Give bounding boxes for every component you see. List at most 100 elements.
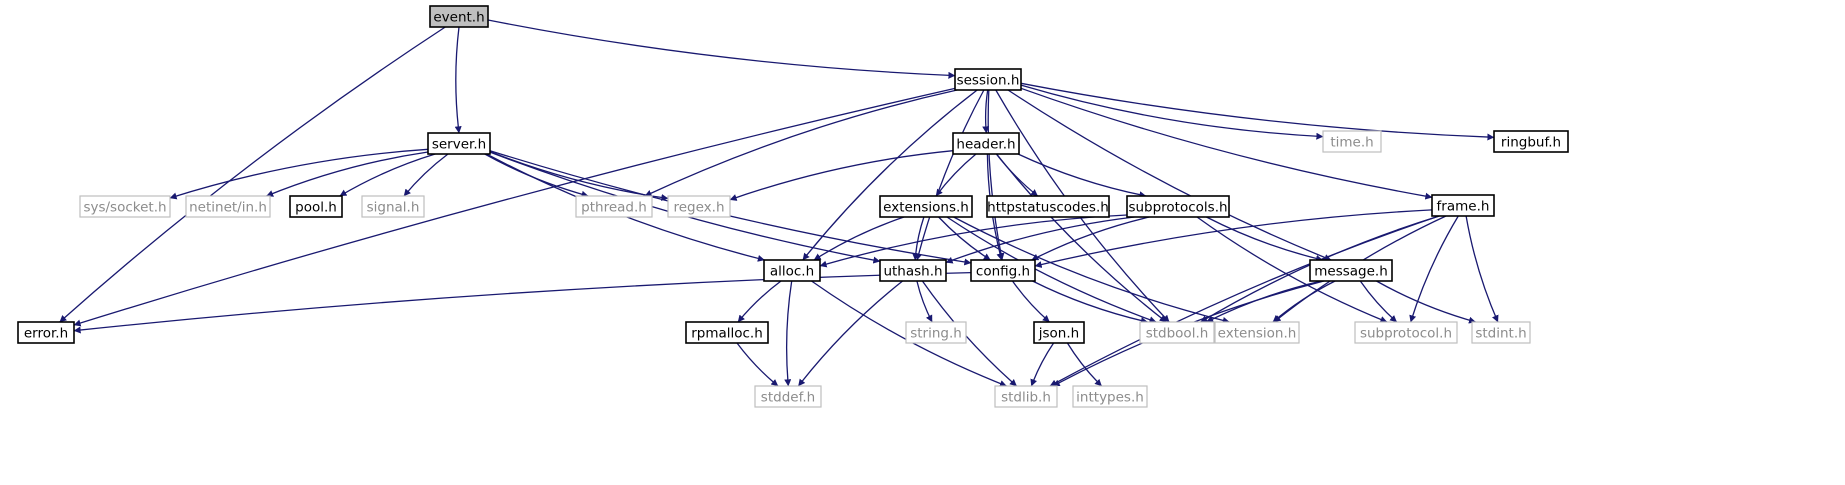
node-extensions[interactable]: extensions.h	[879, 195, 973, 218]
node-label: ringbuf.h	[1501, 135, 1561, 151]
edge-frame-to-stdlib	[1049, 215, 1440, 387]
node-label: extensions.h	[883, 200, 969, 216]
node-label: string.h	[910, 326, 962, 342]
node-label: regex.h	[673, 200, 724, 216]
edge-extensions-to-stdbool	[946, 216, 1157, 324]
node-stdlib: stdlib.h	[994, 385, 1058, 408]
node-label: subprotocols.h	[1128, 200, 1227, 216]
node-stddef: stddef.h	[754, 385, 822, 408]
edge-server-to-syssocket	[169, 148, 429, 200]
node-box	[79, 195, 171, 218]
edge-session-to-pthread	[644, 89, 958, 197]
edge-extensions-to-uthash	[912, 216, 925, 261]
edge-header-to-extensions	[935, 153, 977, 197]
node-inttypes: inttypes.h	[1072, 385, 1148, 408]
edge-session-to-frame	[1020, 87, 1433, 200]
node-label: extension.h	[1218, 326, 1297, 342]
edge-config-to-json	[1011, 280, 1050, 323]
node-label: httpstatuscodes.h	[987, 200, 1109, 216]
node-box	[685, 321, 769, 344]
edge-session-to-error	[73, 87, 956, 327]
node-label: json.h	[1038, 326, 1079, 342]
edge-uthash-to-string	[916, 280, 933, 323]
edge-message-to-extension	[1272, 280, 1336, 323]
node-box	[1214, 321, 1300, 344]
node-box	[361, 195, 425, 218]
node-box	[575, 195, 653, 218]
edge-json-to-stdlib	[1030, 342, 1055, 387]
node-box	[763, 259, 821, 282]
edge-event-to-server	[454, 26, 462, 134]
node-frame[interactable]: frame.h	[1431, 194, 1495, 217]
node-label: stddef.h	[761, 390, 815, 406]
edge-message-to-stdint	[1376, 280, 1476, 324]
node-extension: extension.h	[1214, 321, 1300, 344]
node-box	[994, 385, 1058, 408]
node-label: server.h	[432, 137, 486, 153]
header-file-nodes: event.h session.h server.h header.h time.h ri…	[17, 5, 1569, 408]
node-box	[1354, 321, 1458, 344]
node-subprotocols[interactable]: subprotocols.h	[1126, 195, 1230, 218]
node-box	[17, 321, 75, 344]
node-label: session.h	[957, 73, 1020, 89]
node-server[interactable]: server.h	[427, 132, 491, 155]
edge-alloc-to-stddef	[784, 280, 793, 387]
edge-rpmalloc-to-stddef	[736, 342, 779, 387]
edge-config-to-stdbool	[1032, 280, 1148, 324]
node-box	[954, 68, 1022, 91]
node-label: stdlib.h	[1001, 390, 1051, 406]
node-error[interactable]: error.h	[17, 321, 75, 344]
node-ringbuf[interactable]: ringbuf.h	[1493, 130, 1569, 153]
node-box	[427, 132, 491, 155]
node-uthash[interactable]: uthash.h	[879, 259, 947, 282]
node-httpstatuscodes[interactable]: httpstatuscodes.h	[986, 195, 1110, 218]
node-label: header.h	[956, 137, 1015, 153]
edge-header-to-subprotocols	[1017, 153, 1147, 199]
node-label: pool.h	[295, 200, 337, 216]
node-config[interactable]: config.h	[970, 259, 1036, 282]
node-regex: regex.h	[667, 195, 731, 218]
node-box	[1471, 321, 1531, 344]
dependency-edges	[59, 19, 1499, 387]
node-session[interactable]: session.h	[954, 68, 1022, 91]
node-label: pthread.h	[581, 200, 647, 216]
node-header[interactable]: header.h	[952, 132, 1020, 155]
node-label: subprotocol.h	[1360, 326, 1452, 342]
node-label: alloc.h	[770, 264, 814, 280]
node-syssocket: sys/socket.h	[79, 195, 171, 218]
node-stdint: stdint.h	[1471, 321, 1531, 344]
node-box	[970, 259, 1036, 282]
edge-extensions-to-config	[938, 216, 991, 261]
node-label: stdbool.h	[1146, 326, 1209, 342]
edge-uthash-to-stddef	[797, 280, 904, 387]
node-box	[986, 195, 1110, 218]
edge-session-to-ringbuf	[1020, 82, 1495, 141]
edge-server-to-pool	[339, 153, 436, 197]
node-label: message.h	[1314, 264, 1388, 280]
node-label: stdint.h	[1475, 326, 1526, 342]
node-label: inttypes.h	[1076, 390, 1144, 406]
node-json[interactable]: json.h	[1033, 321, 1085, 344]
edge-server-to-signal	[403, 153, 449, 197]
edge-frame-to-config	[1034, 209, 1433, 268]
node-box	[754, 385, 822, 408]
node-label: sys/socket.h	[83, 200, 166, 216]
edge-frame-to-subprotocol	[1409, 215, 1459, 323]
edge-extensions-to-extension	[953, 216, 1230, 324]
node-pool[interactable]: pool.h	[289, 195, 343, 218]
node-label: time.h	[1330, 135, 1373, 151]
node-box	[952, 132, 1020, 155]
node-signal: signal.h	[361, 195, 425, 218]
node-box	[1493, 130, 1569, 153]
node-label: uthash.h	[883, 264, 942, 280]
node-box	[879, 259, 947, 282]
node-event[interactable]: event.h	[429, 5, 489, 28]
node-message[interactable]: message.h	[1309, 259, 1393, 282]
edge-server-to-netinet	[266, 151, 429, 197]
edge-frame-to-stdint	[1465, 215, 1499, 323]
node-box	[1431, 194, 1495, 217]
node-box	[289, 195, 343, 218]
edge-config-to-error	[73, 271, 972, 334]
node-rpmalloc[interactable]: rpmalloc.h	[685, 321, 769, 344]
node-alloc[interactable]: alloc.h	[763, 259, 821, 282]
